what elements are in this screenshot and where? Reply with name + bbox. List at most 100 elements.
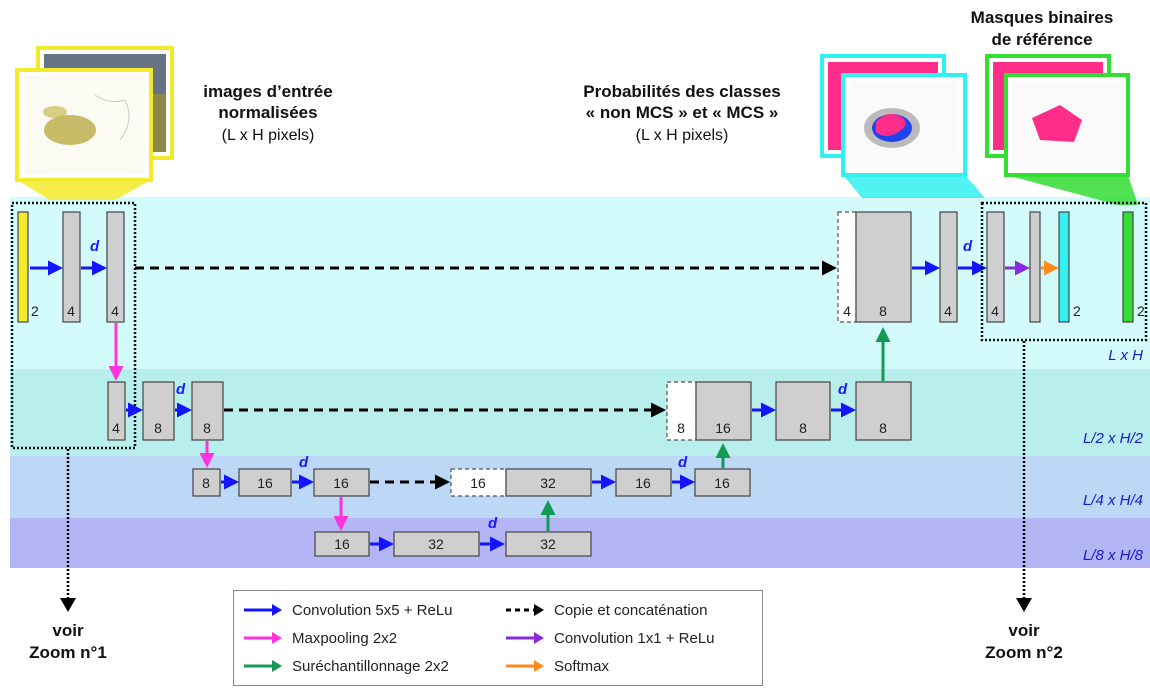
ch-label: 8 (203, 420, 211, 436)
layer-conv (775, 381, 831, 441)
ch-label: 4 (843, 303, 851, 319)
layer-concat (855, 211, 912, 323)
probability-images (820, 54, 985, 198)
conv1x1-arrow-icon (506, 632, 544, 644)
layer-conv1x1 (1029, 211, 1041, 323)
mask-title-line2: de référence (991, 30, 1092, 49)
layer-conv (313, 468, 370, 497)
prob-subtitle: (L x H pixels) (636, 127, 729, 144)
layer-conv (191, 381, 224, 441)
zoom1-label-line1: voir (52, 621, 84, 640)
dropout-label: d (299, 454, 309, 471)
prob-title-line1: Probabilités des classes (583, 82, 781, 101)
layer-mask (1122, 211, 1134, 323)
layer-conv (939, 211, 958, 323)
dropout-label: d (90, 238, 100, 255)
layer-conv (855, 381, 912, 441)
conv-arrow-icon (244, 604, 282, 616)
legend-label: Convolution 1x1 + ReLu (554, 629, 715, 647)
ch-label: 2 (1137, 303, 1145, 319)
resolution-label-1: L x H (1108, 347, 1143, 364)
legend-label: Convolution 5x5 + ReLu (292, 601, 453, 619)
zoom1-frame (10, 201, 137, 450)
input-title-line2: normalisées (218, 103, 317, 122)
dropout-label: d (678, 454, 688, 471)
ch-label: 16 (715, 420, 731, 436)
legend: Convolution 5x5 + ReLu Maxpooling 2x2 Su… (233, 590, 763, 686)
ch-label: 16 (470, 475, 486, 491)
legend-item-conv1x1: Convolution 1x1 + ReLu (504, 627, 715, 649)
ch-label: 8 (677, 420, 685, 436)
ch-label: 8 (202, 475, 210, 491)
dropout-label: d (838, 381, 848, 398)
ch-label: 4 (991, 303, 999, 319)
ch-label: 16 (333, 475, 349, 491)
copy-arrow-icon (506, 604, 544, 616)
upsample-arrow-icon (244, 660, 282, 672)
prob-title-line2: « non MCS » et « MCS » (586, 103, 779, 122)
legend-item-maxpool: Maxpooling 2x2 (242, 627, 397, 649)
ch-label: 16 (635, 475, 651, 491)
layer-pool2 (192, 468, 221, 497)
ch-label: 8 (879, 303, 887, 319)
dropout-label: d (488, 515, 498, 532)
layer-conv (986, 211, 1005, 323)
layer-conv2 (106, 211, 125, 323)
ch-label: 32 (428, 536, 444, 552)
ch-label: 32 (540, 475, 556, 491)
ch-label: 4 (111, 303, 119, 319)
legend-label: Softmax (554, 657, 610, 675)
layer-input (17, 211, 29, 323)
legend-item-conv5x5: Convolution 5x5 + ReLu (242, 599, 453, 621)
band-level1 (10, 197, 1150, 369)
mask-title-line1: Masques binaires (971, 8, 1114, 27)
ch-label: 16 (257, 475, 273, 491)
ch-label: 2 (1073, 303, 1081, 319)
zoom2-arrowhead (1016, 598, 1032, 612)
ch-label: 4 (67, 303, 75, 319)
legend-item-copy: Copie et concaténation (504, 599, 707, 621)
mask-images (985, 54, 1138, 205)
layer-conv (393, 531, 480, 557)
layer-conv (694, 468, 751, 497)
input-subtitle: (L x H pixels) (222, 127, 315, 144)
zoom2-label-line2: Zoom n°2 (985, 643, 1063, 662)
ch-label: 16 (334, 536, 350, 552)
resolution-label-2: L/2 x H/2 (1083, 430, 1144, 447)
legend-item-softmax: Softmax (504, 655, 609, 677)
layer-copy (450, 468, 507, 497)
legend-item-upsample: Suréchantillonnage 2x2 (242, 655, 449, 677)
pool-arrow-icon (244, 632, 282, 644)
zoom2-label-line1: voir (1008, 621, 1040, 640)
layer-probabilities (1058, 211, 1070, 323)
ch-label: 16 (714, 475, 730, 491)
legend-label: Suréchantillonnage 2x2 (292, 657, 449, 675)
ch-label: 8 (154, 420, 162, 436)
layer-conv (505, 531, 592, 557)
layer-concat (505, 468, 592, 497)
zoom2-frame (980, 201, 1148, 342)
ch-label: 2 (31, 303, 39, 319)
resolution-label-3: L/4 x H/4 (1083, 492, 1143, 509)
zoom1-arrowhead (60, 598, 76, 612)
ch-label: 4 (944, 303, 952, 319)
legend-label: Copie et concaténation (554, 601, 708, 619)
ch-label: 32 (540, 536, 556, 552)
resolution-label-4: L/8 x H/8 (1083, 547, 1144, 564)
ch-label: 4 (112, 420, 120, 436)
layer-conv (238, 468, 292, 497)
input-images (15, 46, 174, 200)
layer-conv1 (62, 211, 81, 323)
layer-pool3 (314, 531, 370, 557)
layer-conv (615, 468, 672, 497)
layer-concat (695, 381, 752, 441)
dropout-label: d (176, 381, 186, 398)
layer-copy (666, 381, 697, 441)
dropout-label: d (963, 238, 973, 255)
zoom1-label-line2: Zoom n°1 (29, 643, 107, 662)
input-title-line1: images d’entrée (203, 82, 332, 101)
layer-conv (142, 381, 175, 441)
ch-label: 8 (879, 420, 887, 436)
ch-label: 8 (799, 420, 807, 436)
layer-pool1 (107, 381, 126, 441)
